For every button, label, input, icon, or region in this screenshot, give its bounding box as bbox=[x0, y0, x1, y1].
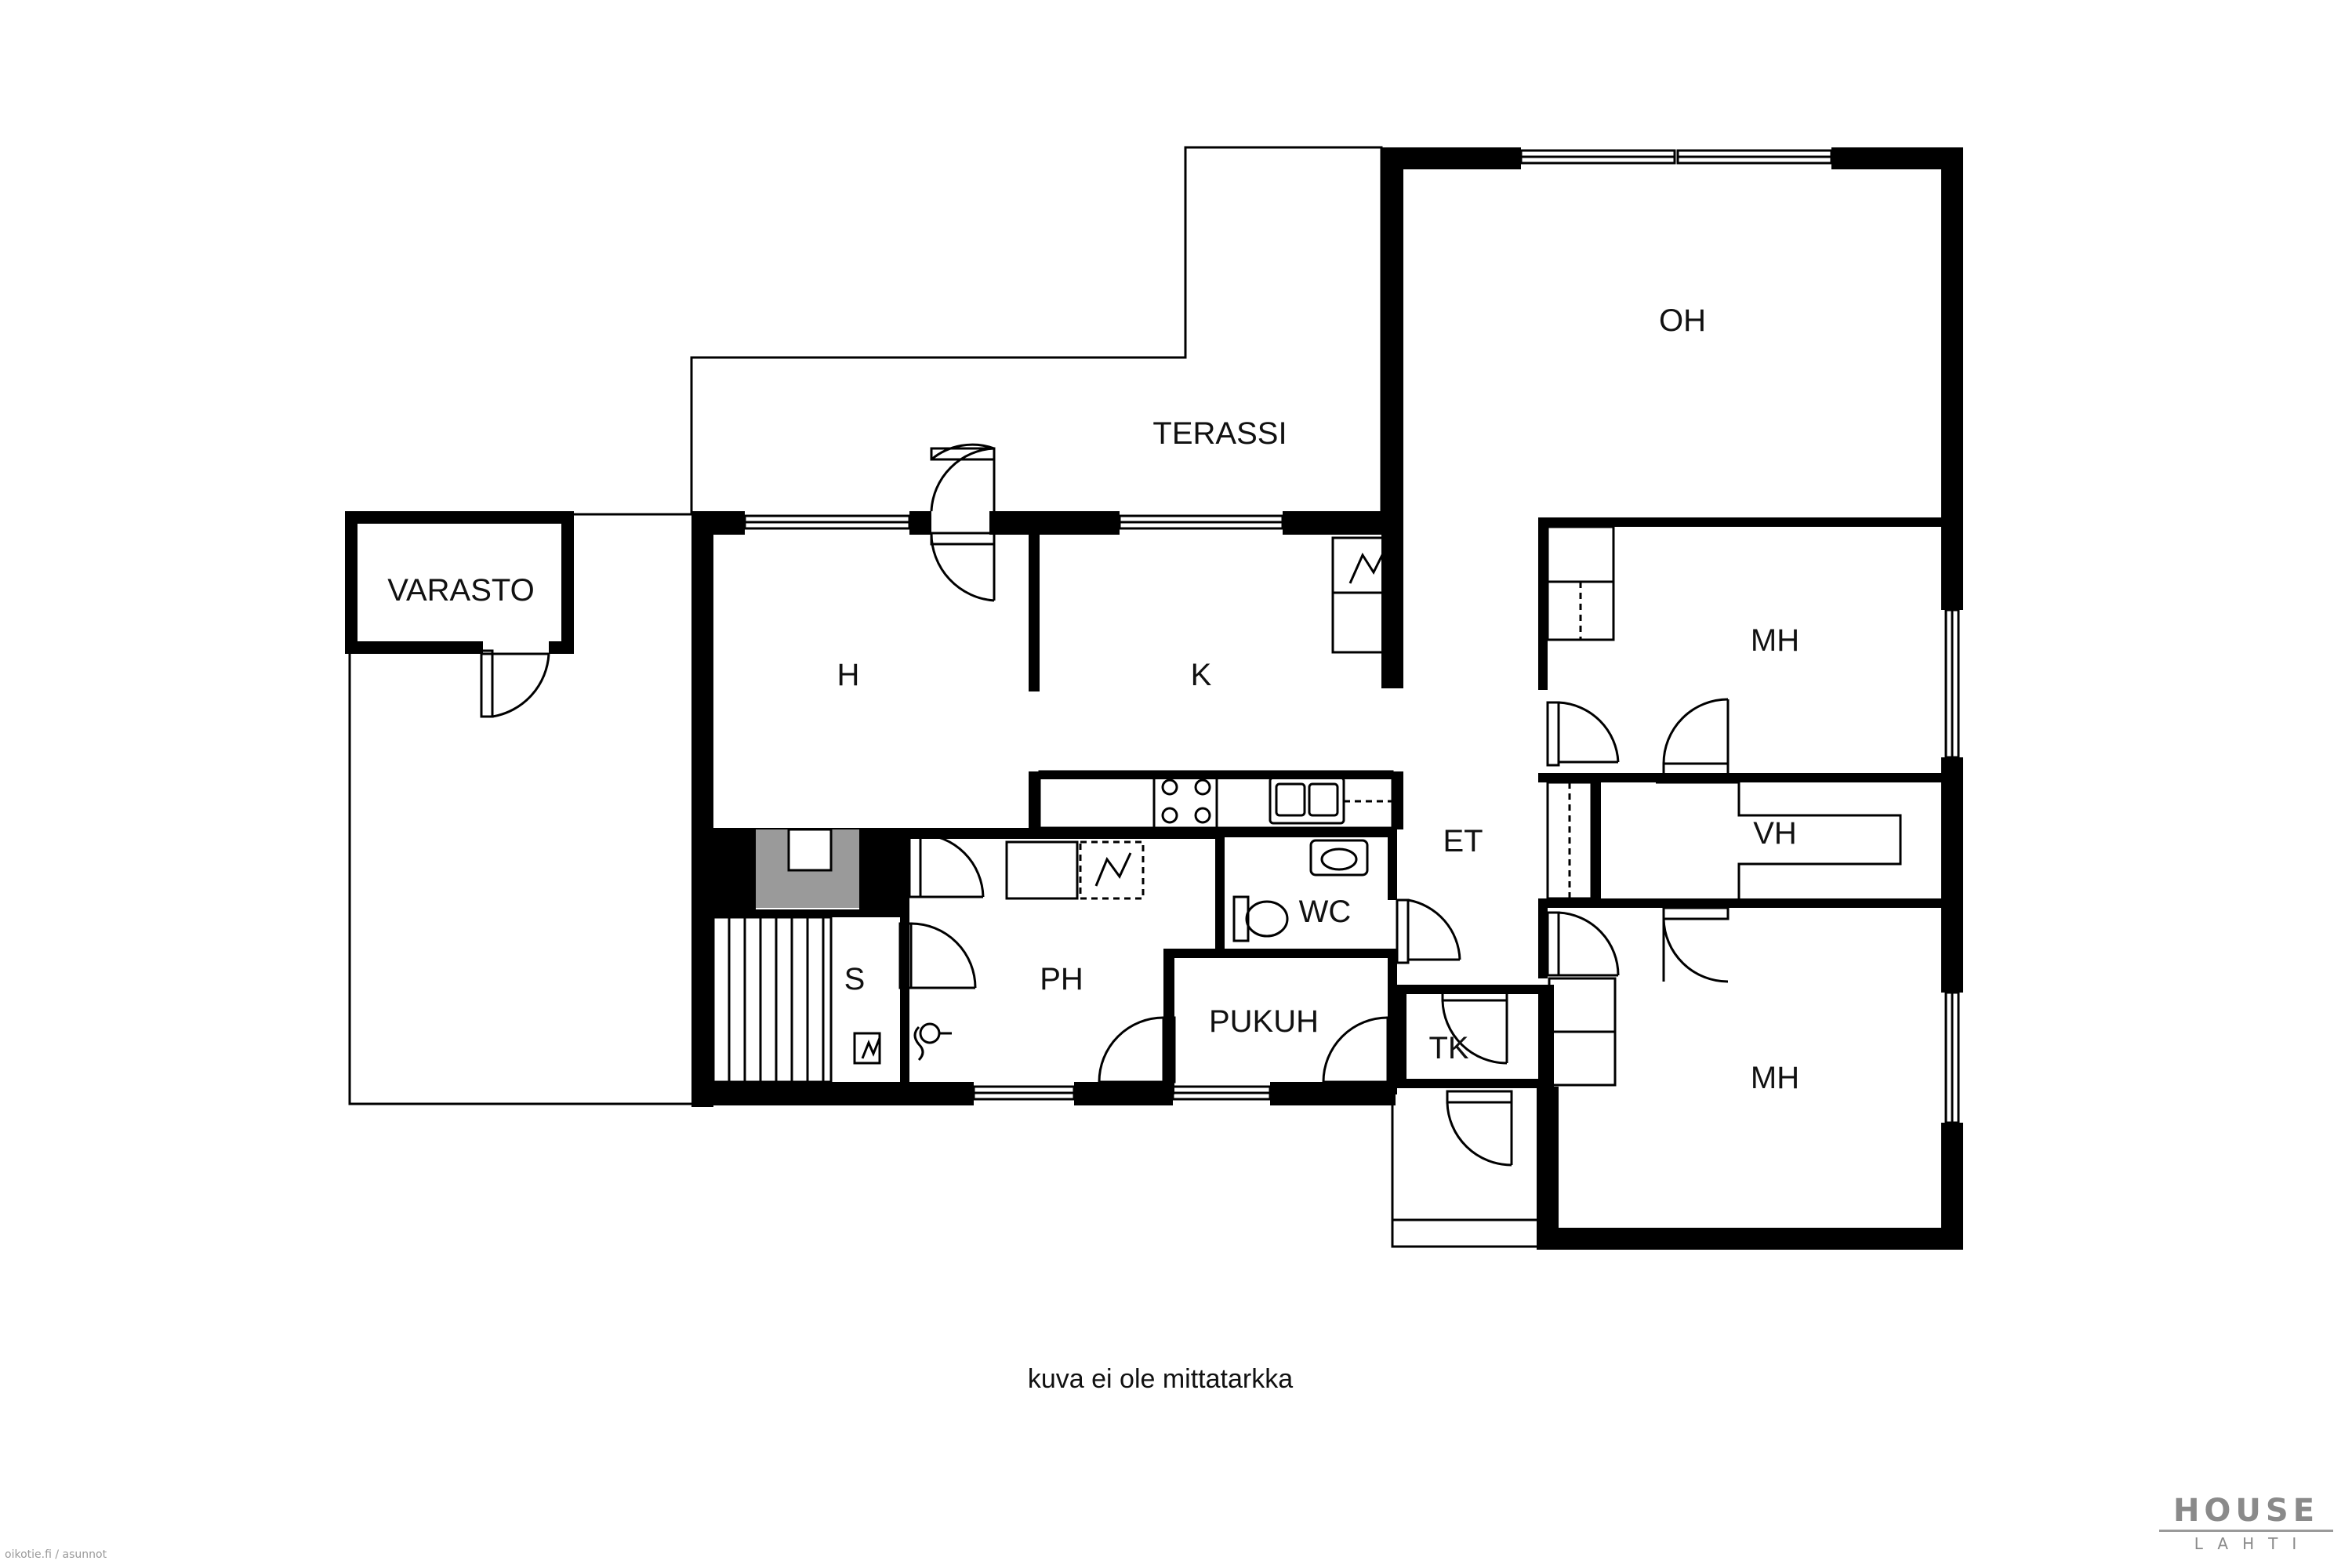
room-label-wc: WC bbox=[1299, 895, 1352, 929]
room-label-s: S bbox=[844, 962, 866, 996]
exterior-walls bbox=[691, 147, 1963, 1250]
windows bbox=[743, 149, 1960, 1124]
room-label-k: K bbox=[1191, 658, 1212, 692]
house-lahti-logo: HOUSE LAHTI bbox=[2148, 1494, 2344, 1552]
varasto-door bbox=[480, 649, 550, 718]
room-label-pukuh: PUKUH bbox=[1209, 1004, 1319, 1039]
logo-rule bbox=[2159, 1530, 2333, 1532]
room-label-mh-upper: MH bbox=[1751, 623, 1799, 658]
terrace-outline bbox=[690, 146, 1383, 514]
room-label-et: ET bbox=[1443, 824, 1483, 858]
terrace-door bbox=[930, 443, 996, 602]
room-label-ph: PH bbox=[1040, 962, 1083, 996]
sauna-stove bbox=[756, 828, 902, 909]
plan-caption: kuva ei ole mittatarkka bbox=[1027, 1364, 1294, 1394]
door-swings bbox=[898, 698, 1730, 1167]
room-label-vh: VH bbox=[1753, 816, 1797, 851]
room-label-oh: OH bbox=[1659, 303, 1706, 338]
credit-text: oikotie.fi / asunnot bbox=[5, 1548, 107, 1561]
room-label-varasto: VARASTO bbox=[387, 573, 534, 608]
room-label-mh-lower: MH bbox=[1751, 1061, 1799, 1095]
room-labels: TERASSI OH VARASTO H K MH ET VH WC PH S … bbox=[387, 303, 1799, 1095]
logo-top-text: HOUSE bbox=[2172, 1493, 2320, 1529]
fixtures bbox=[712, 525, 1902, 1248]
room-label-terassi: TERASSI bbox=[1152, 416, 1287, 451]
room-label-h: H bbox=[837, 658, 860, 692]
room-label-tk: TK bbox=[1428, 1031, 1468, 1065]
logo-bottom-text: LAHTI bbox=[2194, 1534, 2311, 1553]
varasto-walls bbox=[345, 511, 574, 654]
